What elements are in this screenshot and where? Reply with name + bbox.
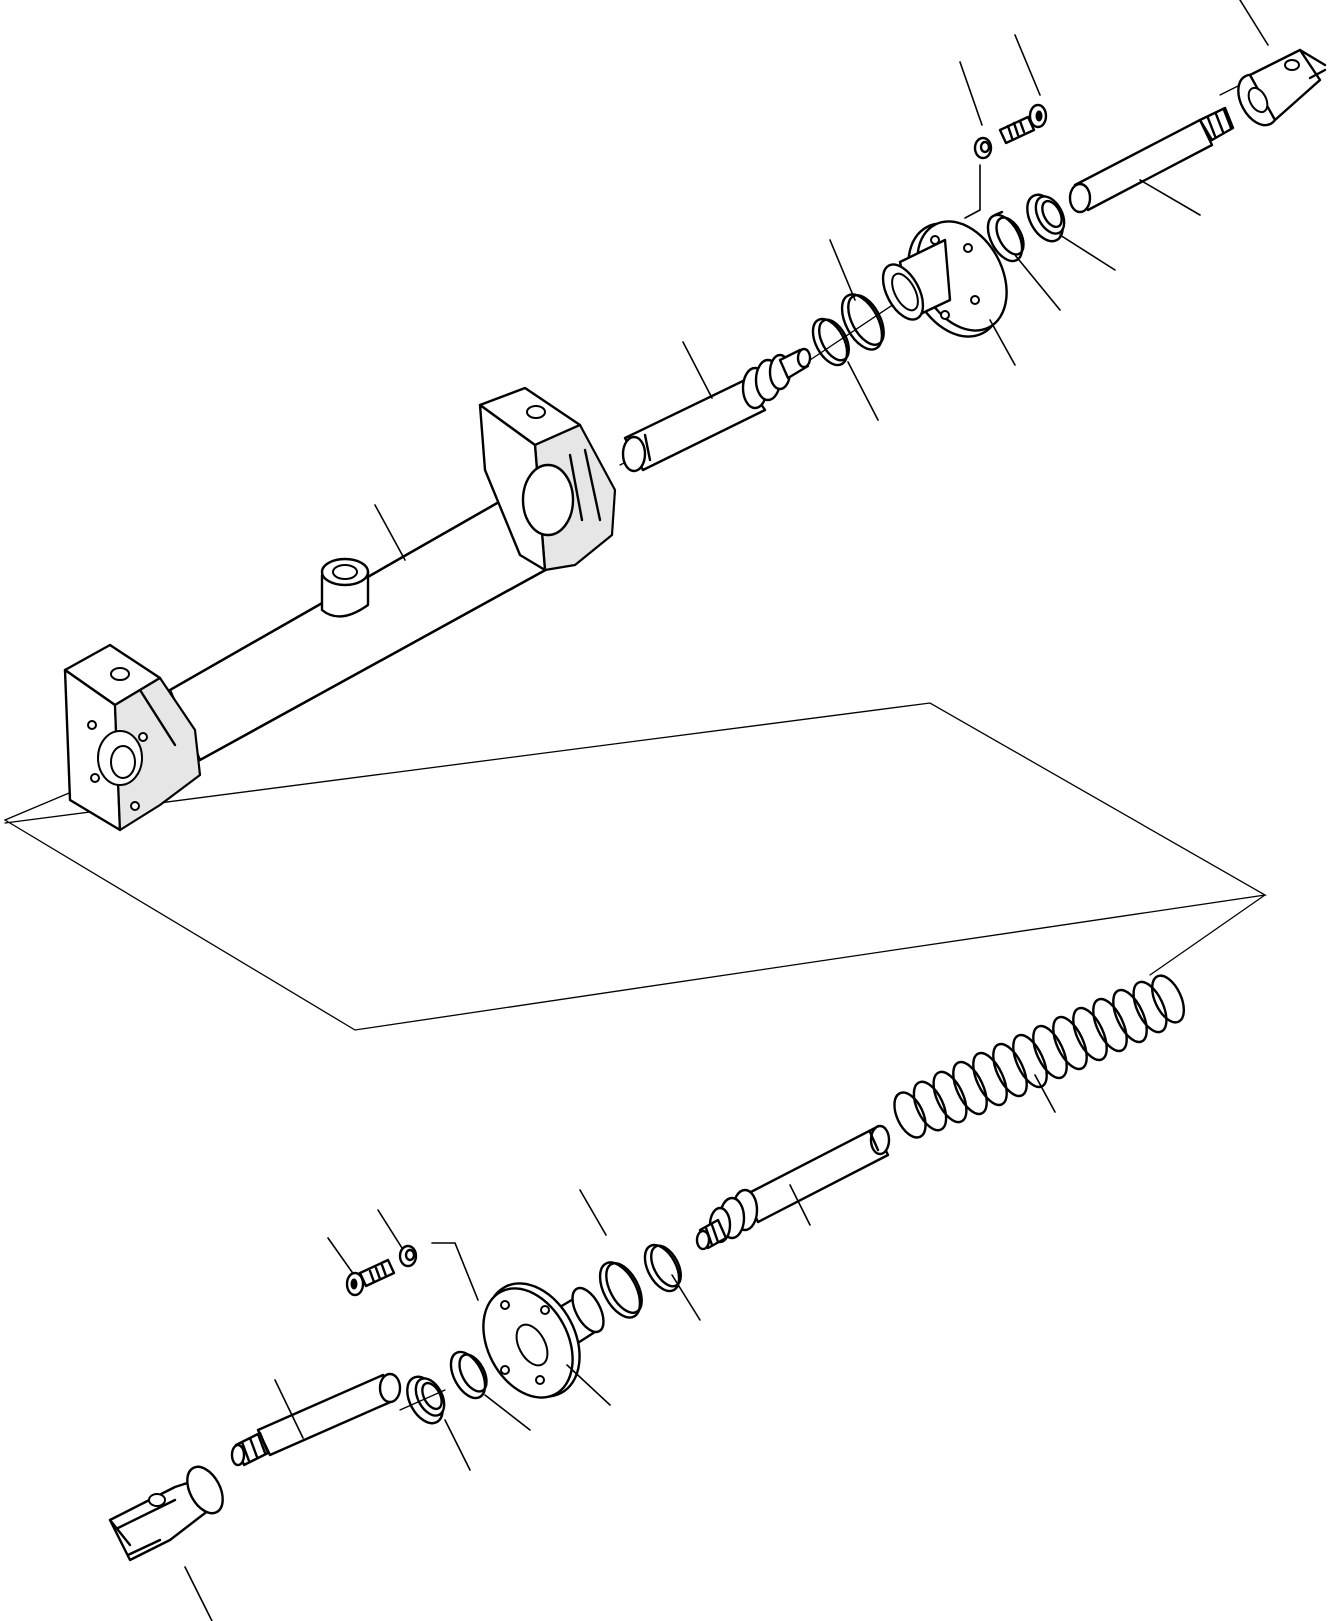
lower-seal-ring [449, 1350, 488, 1400]
lower-washer [398, 1242, 479, 1301]
compression-spring [893, 974, 1186, 1139]
upper-o-ring-small [811, 317, 850, 367]
lower-assembly [108, 974, 1186, 1621]
upper-piston [621, 347, 812, 473]
upper-cylinder-head-flange [881, 220, 1008, 338]
upper-wiper-ring [1026, 193, 1066, 243]
upper-screw [998, 103, 1048, 145]
upper-washer [964, 136, 993, 219]
lower-leader-lines [184, 1074, 1056, 1621]
upper-leader-lines [374, 0, 1269, 561]
lower-o-ring-small [643, 1243, 682, 1293]
upper-clevis-end-fitting [1237, 48, 1327, 127]
lower-wiper-ring [406, 1375, 446, 1425]
upper-piston-rod [1068, 106, 1235, 214]
lower-axis-segment [399, 1389, 446, 1411]
lower-clevis-end-fitting [108, 1465, 224, 1562]
lower-piston-rod [230, 1372, 402, 1467]
cylinder-body [63, 386, 617, 832]
lower-piston [695, 1124, 891, 1251]
reference-bracket-line [3, 702, 1267, 1031]
upper-assembly [63, 0, 1327, 832]
upper-o-ring-large [840, 293, 885, 351]
lower-cylinder-head-flange [482, 1282, 605, 1399]
lower-screw [345, 1258, 396, 1297]
upper-seal-ring [986, 210, 1025, 263]
lower-o-ring-large [598, 1261, 643, 1319]
